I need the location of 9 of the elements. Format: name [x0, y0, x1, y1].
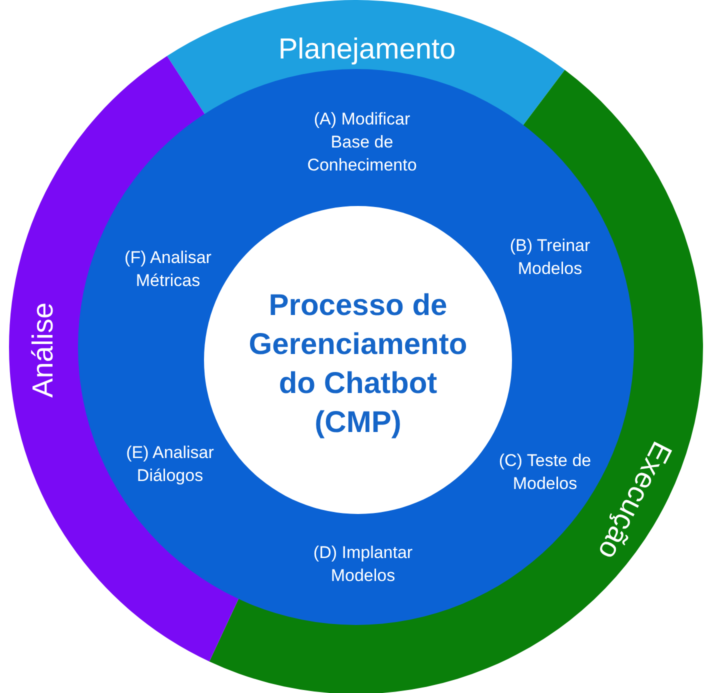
step-label: (E) Analisar Diálogos [125, 442, 215, 487]
step-label: (C) Teste de Modelos [498, 450, 592, 495]
step-label: (A) Modificar Base de Conhecimento [306, 108, 418, 176]
step-label: (F) Analisar Métricas [124, 247, 212, 292]
phase-label: Análise [28, 302, 60, 398]
step-label: (D) Implantar Modelos [312, 542, 414, 587]
phase-label: Planejamento [278, 34, 456, 66]
step-label: (B) Treinar Modelos [508, 235, 592, 280]
center-title: Processo de Gerenciamento do Chatbot (CMP) [248, 288, 468, 441]
